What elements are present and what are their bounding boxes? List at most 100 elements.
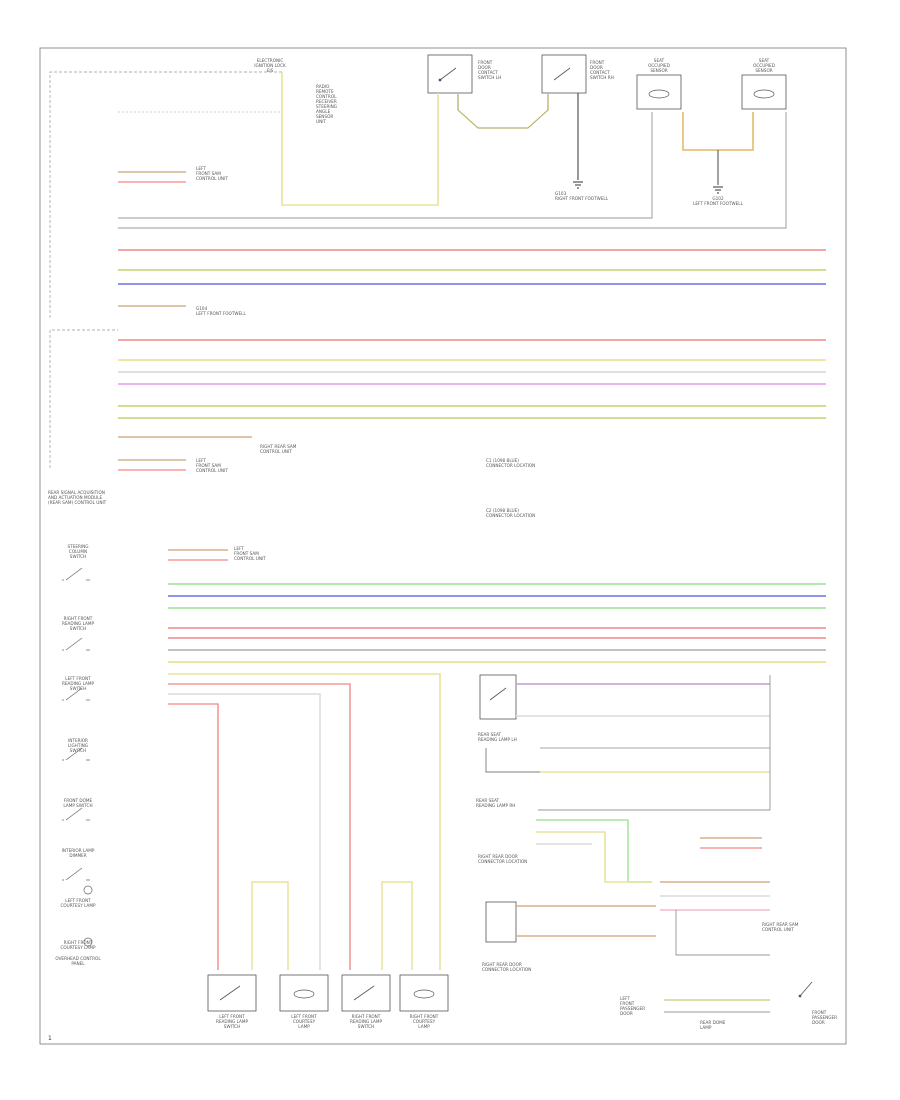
bottom_right-label: DOOR <box>620 1011 633 1016</box>
conn_sam_top-label: LEFT <box>196 166 206 171</box>
bottom_right-label: LEFT <box>620 996 630 1001</box>
seat-sensor-left <box>636 74 682 110</box>
front_door_l-label: FRONT <box>478 60 493 65</box>
bottom-switch-1 <box>207 974 257 1012</box>
bottom_right_3-label: PASSENGER <box>812 1015 837 1020</box>
wire-bundle-upper <box>118 249 826 285</box>
rear_right_1-label: CONTROL UNIT <box>762 927 794 932</box>
left-switch-symbol-0 <box>62 567 90 581</box>
ecu_top-label: EIS <box>267 68 274 73</box>
page-number: 1 <box>48 1035 52 1042</box>
driver_seat-label: OCCUPIED <box>648 63 670 68</box>
sw-stack-2-label: READING LAMP <box>62 681 94 686</box>
bottom-sw-2-label: SWITCH <box>358 1024 374 1029</box>
wire-drop-yellow-1 <box>168 673 441 970</box>
bottom-sw-0-label: SWITCH <box>224 1024 240 1029</box>
bottom-sw-0-label: READING LAMP <box>216 1019 248 1024</box>
pass_seat-label: SEAT <box>759 58 770 63</box>
bottom_right-label: PASSENGER <box>620 1006 645 1011</box>
conn_sam_mid-label: CONTROL UNIT <box>196 468 228 473</box>
dashed-enclosure-mid <box>49 329 118 468</box>
rear_rl-label: REAR SEAT <box>478 732 502 737</box>
bottom-sw-3-label: COURTESY <box>413 1019 436 1024</box>
bottom-sw-3-label: LAMP <box>418 1024 430 1029</box>
bottom-sw-1-label: LEFT FRONT <box>291 1014 317 1019</box>
front_door_r-label: FRONT <box>590 60 605 65</box>
conn_sam_lower-label: FRONT SAM <box>234 551 259 556</box>
bottom_right_2-label: LAMP <box>700 1025 712 1030</box>
bottom-lamp-1 <box>279 974 329 1012</box>
conn_sam_top-label: CONTROL UNIT <box>196 176 228 181</box>
front_door_l-label: CONTACT <box>478 70 498 75</box>
pass_seat-label: OCCUPIED <box>753 63 775 68</box>
wire-door-link <box>457 93 549 129</box>
front-door-switch-rh <box>541 54 587 94</box>
left-switch-symbol-5 <box>62 867 90 881</box>
module_mid-label: RIGHT REAR SAM <box>260 444 297 449</box>
sw-stack-3-label: INTERIOR <box>68 738 88 743</box>
rear_rr-label: REAR SEAT <box>476 798 500 803</box>
bottom_right_3-label: DOOR <box>812 1020 825 1025</box>
sensor_block-label: ANGLE <box>316 109 331 114</box>
wire-drop-white-1 <box>168 693 321 970</box>
sw-stack-1-label: READING LAMP <box>62 621 94 626</box>
wire-seat-right-outer <box>118 112 787 229</box>
left-switch-symbol-4 <box>62 807 90 821</box>
conn_sam_mid-label: LEFT <box>196 458 206 463</box>
left-switch-symbol-1 <box>62 637 90 651</box>
ground_r-label: RIGHT FRONT FOOTWELL <box>555 196 609 201</box>
left-lamp-symbol-0 <box>83 885 93 895</box>
bottom-sw-0-label: LEFT FRONT <box>219 1014 245 1019</box>
bottom-sw-1-label: COURTESY <box>293 1019 316 1024</box>
ground-symbol-g103 <box>573 181 583 189</box>
front_door_l-label: SWITCH LH <box>478 75 501 80</box>
driver_seat-label: SENSOR <box>650 68 667 73</box>
conn_sam_top-label: FRONT SAM <box>196 171 221 176</box>
sw-stack-6-label: LEFT FRONT <box>65 898 91 903</box>
sw-stack-3-label: SWITCH <box>70 748 86 753</box>
sw-stack-5-label: DIMMER <box>69 853 86 858</box>
loc_note_2-label: CONNECTOR LOCATION <box>486 513 535 518</box>
bottom_right_2-label: REAR DOME <box>700 1020 726 1025</box>
front_door_r-label: DOOR <box>590 65 603 70</box>
driver_seat-label: SEAT <box>654 58 665 63</box>
left-switch-symbol-2 <box>62 687 90 701</box>
loc_note_1-label: C1 (1098 BLUE) <box>486 458 519 463</box>
sw-stack-7-label: RIGHT FRONT <box>64 940 93 945</box>
sensor_block-label: RADIO <box>316 84 330 89</box>
ground_l-label: LEFT FRONT FOOTWELL <box>693 201 744 206</box>
module_mid-label: CONTROL UNIT <box>260 449 292 454</box>
wire-bundle-lower <box>168 583 826 663</box>
wire-loop-bottom-r <box>381 881 413 970</box>
rear_lower_2-label: RIGHT REAR DOOR <box>482 962 522 967</box>
wire-door-link-shadow <box>457 93 549 129</box>
bottom-lamp-2 <box>399 974 449 1012</box>
sw-stack-0-label: STEERING <box>67 544 88 549</box>
sw-stack-0-label: SWITCH <box>70 554 86 559</box>
wire-seat-link <box>682 112 754 151</box>
bottom-sw-2-label: READING LAMP <box>350 1019 382 1024</box>
bottom_right_3-label: FRONT <box>812 1010 827 1015</box>
bottom-right-switch <box>798 981 813 998</box>
sw-stack-8-label: OVERHEAD CONTROL <box>55 956 101 961</box>
sensor_block-label: SENSOR <box>316 114 333 119</box>
sw-stack-3-label: LIGHTING <box>68 743 88 748</box>
dashed-enclosure-top <box>49 71 282 318</box>
front_door_r-label: SWITCH RH <box>590 75 614 80</box>
sw-stack-4-label: LAMP SWITCH <box>63 803 92 808</box>
ecu_mid-label: AND ACTUATION MODULE <box>48 495 103 500</box>
left-switch-stack <box>62 567 93 947</box>
front-door-switch-lh <box>427 54 473 94</box>
wire-seat-left-outer <box>118 112 653 219</box>
ground_inner-label: LEFT FRONT FOOTWELL <box>196 311 247 316</box>
sensor_block-label: UNIT <box>316 119 326 124</box>
sw-stack-1-label: SWITCH <box>70 626 86 631</box>
sw-stack-7-label: COURTESY LAMP <box>60 945 96 950</box>
bottom-sw-1-label: LAMP <box>298 1024 310 1029</box>
loc_note_1-label: CONNECTOR LOCATION <box>486 463 535 468</box>
ecu_mid-label: (REAR SAM) CONTROL UNIT <box>48 500 107 505</box>
rear-lamp-box-1 <box>479 674 517 720</box>
wire-rear-yellow-2 <box>536 831 652 883</box>
sensor_block-label: RECEIVER <box>316 99 337 104</box>
